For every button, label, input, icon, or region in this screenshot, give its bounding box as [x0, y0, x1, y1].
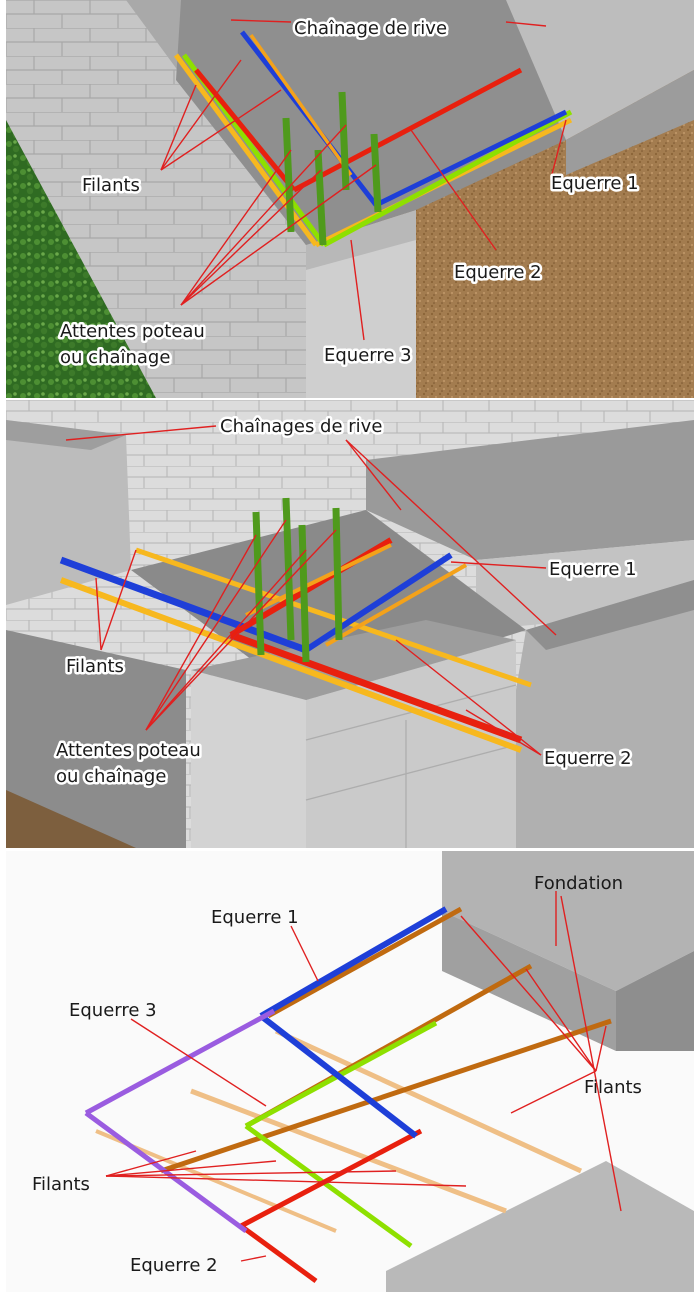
label-chainages-de-rive: Chaînages de rive: [220, 416, 382, 437]
leader-lines: [65, 425, 557, 756]
label-attentes-line1: Attentes poteau: [60, 321, 205, 342]
left-chainage-block: [6, 420, 131, 605]
ground-strip: [6, 790, 136, 848]
rebar-filant-red: [194, 68, 296, 192]
rebar-equerre-red: [239, 1128, 423, 1229]
rebar-filant-yellow-2: [135, 547, 532, 688]
rebar-equerre-blue: [59, 556, 308, 654]
label-filants-left: Filants: [32, 1174, 90, 1195]
rebar-equerre-purple-2: [84, 1110, 248, 1234]
label-equerre-1: Equerre 1: [211, 907, 299, 928]
starter-bar: [298, 524, 310, 663]
foundation-block-top: [442, 851, 694, 991]
rebar-filant-red-2: [292, 67, 523, 193]
rebar-filant-yellow: [59, 577, 523, 753]
rebar-equerre-red: [229, 631, 523, 744]
label-fondation: Fondation: [534, 873, 623, 894]
rebar-filant-orange: [245, 543, 392, 617]
tee-chainage-illustration: Chaînages de rive Equerre 1 Filants Atte…: [6, 400, 694, 848]
starter-bar: [314, 149, 327, 246]
label-equerre-2: Equerre 2: [454, 262, 542, 283]
rebar-filant-tan-2: [274, 1028, 583, 1174]
label-equerre-1: Equerre 1: [551, 173, 639, 194]
label-filants: Filants: [66, 656, 124, 677]
foundation-rebar-schema: Fondation Equerre 1 Equerre 3 Filants Fi…: [32, 851, 694, 1292]
left-block-top: [6, 420, 126, 450]
rebar-equerre-blue: [259, 906, 448, 1019]
right-lower-block: [516, 580, 694, 848]
panel-foundation-schema: Fondation Equerre 1 Equerre 3 Filants Fi…: [6, 851, 694, 1292]
label-equerre-2: Equerre 2: [544, 748, 632, 769]
label-equerre-2: Equerre 2: [130, 1255, 218, 1276]
label-attentes-line1: Attentes poteau: [56, 740, 201, 761]
front-block-top: [191, 620, 516, 700]
rebar-filant-brown-3: [160, 1018, 612, 1174]
right-block-top: [366, 420, 694, 560]
starter-bar: [252, 511, 265, 656]
label-chainage-de-rive: Chaînage de rive: [294, 18, 447, 39]
rebar-equerre-green-2: [322, 109, 573, 248]
label-equerre-3: Equerre 3: [324, 345, 412, 366]
rebar-group: [84, 906, 612, 1284]
label-filants: Filants: [82, 175, 140, 196]
label-filants-right: Filants: [584, 1077, 642, 1098]
starter-bar: [282, 117, 295, 233]
panel-tee-chainage: Chaînages de rive Equerre 1 Filants Atte…: [6, 400, 694, 848]
rebar-equerre-purple: [84, 1008, 276, 1116]
rebar-filant-brown: [266, 906, 463, 1019]
foundation-block-face: [442, 911, 616, 1051]
corner-chainage-illustration: Chaînage de rive Filants Equerre 1 Equer…: [6, 0, 694, 398]
rebar-equerre-red-2: [239, 1223, 318, 1284]
rebar-equerre-blue-2: [259, 1013, 418, 1139]
foundation-block-bottom: [386, 1161, 694, 1292]
label-attentes-line2: ou chaînage: [56, 766, 166, 787]
foundation-block-side: [616, 951, 694, 1051]
starter-bar: [338, 91, 350, 191]
floor-left: [6, 630, 186, 848]
starter-bar: [332, 507, 343, 641]
leader-lines: [105, 891, 622, 1262]
rebar-filant-tan: [190, 1088, 507, 1214]
panel-corner-chainage: Chaînage de rive Filants Equerre 1 Equer…: [6, 0, 694, 398]
corner-block-edge: [306, 210, 416, 270]
rebar-filant-orange-2: [325, 563, 467, 647]
far-block: [506, 0, 694, 140]
rebar-equerre-green-2: [244, 1123, 413, 1249]
leader-lines: [160, 19, 567, 341]
rebar-equerre-blue-2: [374, 109, 568, 208]
label-equerre-1: Equerre 1: [549, 559, 637, 580]
label-equerre-3: Equerre 3: [69, 1000, 157, 1021]
rebar-group: [59, 537, 532, 753]
rebar-equerre-blue-2: [304, 552, 453, 653]
label-attentes-line2: ou chaînage: [60, 347, 170, 368]
right-lower-block-top: [526, 580, 694, 650]
front-block-face: [191, 670, 306, 848]
rebar-filant-orange: [249, 33, 353, 177]
starter-bars: [282, 91, 382, 246]
starter-bar: [370, 133, 382, 213]
far-block-side: [566, 70, 694, 175]
left-block-wall: [6, 0, 306, 398]
